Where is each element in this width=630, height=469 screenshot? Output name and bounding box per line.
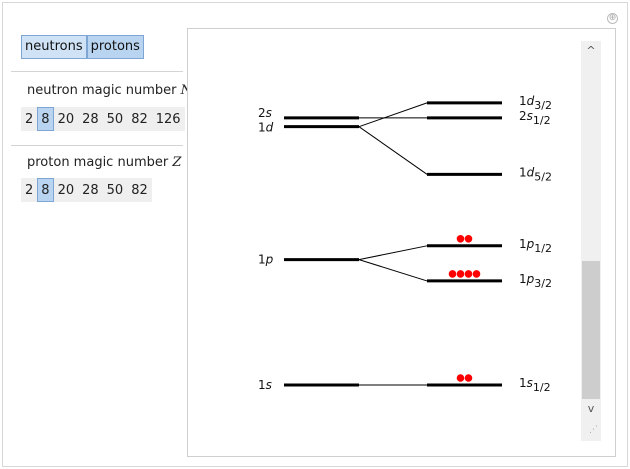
nucleon-dot — [456, 235, 465, 243]
resize-grip-icon[interactable]: ⋰ — [589, 425, 598, 435]
proton-magic-option-20[interactable]: 20 — [57, 183, 75, 198]
split-connector-3 — [358, 126, 428, 175]
left-level-label-1p: 1p — [258, 253, 274, 267]
right-level-label-5: 1d3/2 — [519, 94, 552, 112]
neutron-label-var: N — [181, 83, 192, 98]
split-connector-1 — [358, 259, 428, 282]
left-level-label-1d: 1d — [258, 121, 274, 135]
nucleon-dot — [464, 374, 473, 382]
neutron-magic-option-8[interactable]: 8 — [37, 107, 54, 131]
scroll-thumb[interactable] — [582, 261, 600, 399]
proton-label-text: proton magic number — [27, 155, 169, 170]
proton-magic-option-50[interactable]: 50 — [106, 183, 124, 198]
right-level-label-4: 2s1/2 — [519, 109, 551, 127]
nucleon-dot — [464, 270, 473, 278]
neutron-magic-number-label: neutron magic number N — [27, 83, 192, 98]
nucleon-dot — [448, 270, 457, 278]
diagram-scrollbar[interactable]: ^ v ⋰ — [581, 41, 601, 441]
divider — [11, 71, 183, 72]
neutron-magic-option-20[interactable]: 20 — [57, 112, 75, 127]
nucleon-dot — [456, 270, 465, 278]
right-level-label-2: 1p1/2 — [519, 237, 552, 255]
proton-magic-option-28[interactable]: 28 — [82, 183, 99, 198]
nucleon-dot — [472, 270, 481, 278]
split-connector-5 — [358, 102, 428, 128]
left-level-label-2s: 2s — [258, 106, 272, 120]
neutron-magic-option-82[interactable]: 82 — [131, 112, 148, 127]
neutron-magic-option-50[interactable]: 50 — [106, 112, 124, 127]
nucleon-dot — [456, 374, 465, 382]
proton-magic-option-2[interactable]: 2 — [25, 183, 34, 198]
nucleon-dot — [464, 235, 473, 243]
proton-label-var: Z — [172, 155, 182, 170]
left-level-label-1s: 1s — [258, 378, 272, 392]
protons-toggle-button[interactable]: protons — [86, 35, 144, 59]
neutron-label-text: neutron magic number — [27, 83, 177, 98]
neutron-magic-option-126[interactable]: 126 — [155, 112, 181, 127]
close-icon[interactable]: ⊕ — [607, 13, 618, 24]
scroll-up-icon[interactable]: ^ — [586, 44, 596, 57]
particle-type-toggle: neutrons protons — [21, 35, 144, 59]
right-level-label-0: 1s1/2 — [519, 376, 551, 394]
split-connector-2 — [358, 245, 428, 261]
neutrons-toggle-button[interactable]: neutrons — [21, 35, 87, 59]
proton-magic-option-82[interactable]: 82 — [131, 183, 148, 198]
neutron-magic-option-2[interactable]: 2 — [25, 112, 34, 127]
right-level-label-1: 1p3/2 — [519, 272, 552, 290]
scroll-down-icon[interactable]: v — [587, 402, 595, 415]
proton-magic-option-8[interactable]: 8 — [37, 178, 54, 202]
neutron-magic-option-28[interactable]: 28 — [82, 112, 99, 127]
right-level-label-3: 1d5/2 — [519, 165, 552, 183]
proton-magic-number-label: proton magic number Z — [27, 155, 181, 170]
divider — [11, 145, 183, 146]
